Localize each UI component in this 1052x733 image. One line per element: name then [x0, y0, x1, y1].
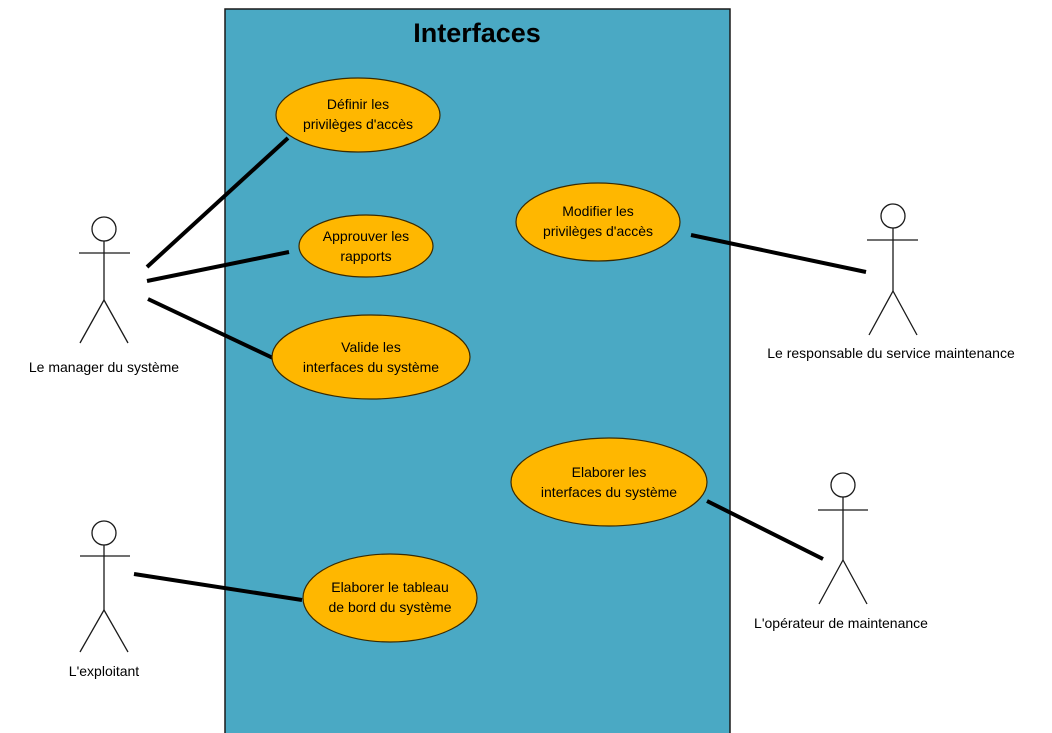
- actor-manager[interactable]: Le manager du système: [29, 216, 179, 375]
- stick-figure-icon: [867, 203, 918, 336]
- usecase-label-line: interfaces du système: [303, 359, 439, 375]
- usecase-label-line: Valide les: [341, 339, 401, 355]
- stick-figure-icon: [818, 472, 868, 605]
- usecase-label-line: Modifier les: [562, 203, 634, 219]
- usecase-ellipse: [515, 182, 681, 262]
- usecase-ellipse: [298, 214, 434, 278]
- usecase-label-line: Définir les: [327, 96, 389, 112]
- association-operateur-elaborer: [706, 499, 824, 561]
- system-title: Interfaces: [413, 18, 541, 48]
- usecase-modifier[interactable]: Modifier les privilèges d'accès: [515, 182, 681, 262]
- actor-label: Le responsable du service maintenance: [767, 345, 1015, 361]
- association-manager-approuver: [146, 250, 290, 283]
- usecase-label-line: privilèges d'accès: [303, 116, 413, 132]
- stick-figure-icon: [79, 216, 130, 344]
- usecase-ellipse: [271, 314, 471, 400]
- usecase-label-line: Approuver les: [323, 228, 409, 244]
- usecase-label-line: Elaborer les: [572, 464, 647, 480]
- usecase-ellipse: [302, 553, 478, 643]
- actor-exploitant[interactable]: L'exploitant: [69, 520, 140, 679]
- association-exploitant-tableau: [133, 572, 303, 602]
- association-responsable-modifier: [690, 233, 867, 274]
- usecase-elaborer-tableau[interactable]: Elaborer le tableau de bord du système: [302, 553, 478, 643]
- usecase-label-line: privilèges d'accès: [543, 223, 653, 239]
- usecase-label-line: de bord du système: [329, 599, 452, 615]
- usecase-approuver[interactable]: Approuver les rapports: [298, 214, 434, 278]
- actor-label: L'exploitant: [69, 663, 140, 679]
- stick-figure-icon: [79, 520, 130, 653]
- usecase-ellipse: [510, 437, 708, 527]
- association-manager-definir: [145, 136, 290, 269]
- usecase-label-line: rapports: [340, 248, 391, 264]
- usecase-label-line: Elaborer le tableau: [331, 579, 449, 595]
- actor-responsable[interactable]: Le responsable du service maintenance: [767, 203, 1015, 361]
- usecase-elaborer-interfaces[interactable]: Elaborer les interfaces du système: [510, 437, 708, 527]
- actor-label: Le manager du système: [29, 359, 179, 375]
- usecase-label-line: interfaces du système: [541, 484, 677, 500]
- actor-operateur[interactable]: L'opérateur de maintenance: [754, 472, 928, 631]
- usecase-ellipse: [275, 77, 441, 153]
- usecase-valide[interactable]: Valide les interfaces du système: [271, 314, 471, 400]
- usecase-definir[interactable]: Définir les privilèges d'accès: [275, 77, 441, 153]
- actor-label: L'opérateur de maintenance: [754, 615, 928, 631]
- association-manager-valide: [147, 297, 276, 361]
- associations: [133, 136, 867, 602]
